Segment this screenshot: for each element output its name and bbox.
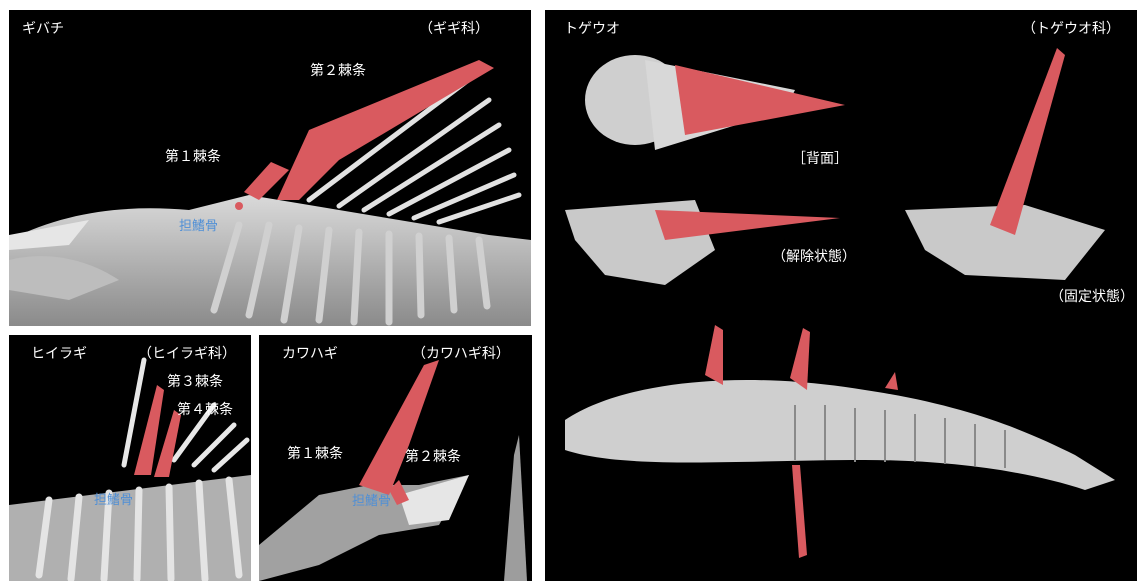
family-name-hiiragi: （ヒイラギ科） (138, 347, 236, 361)
species-name-hiiragi: ヒイラギ (31, 347, 87, 361)
label-spine-1: 第１棘条 (165, 150, 221, 164)
species-name-gibachi: ギバチ (22, 22, 64, 36)
family-name-gibachi: （ギギ科） (419, 22, 489, 36)
gibachi-skeleton-image (9, 10, 531, 326)
family-name-kawahagi: （カワハギ科） (412, 347, 510, 361)
label-pterygiophore: 担鰭骨 (94, 494, 133, 507)
label-pterygiophore: 担鰭骨 (352, 495, 391, 508)
togeuo-skeleton-image (545, 10, 1137, 581)
label-released-state: （解除状態） (772, 250, 856, 264)
panel-gibachi: ギバチ （ギギ科） 第２棘条 第１棘条 担鰭骨 (9, 10, 531, 326)
family-name-togeuo: （トゲウオ科） (1022, 22, 1120, 36)
hiiragi-skeleton-image (9, 335, 251, 581)
label-spine-2: 第２棘条 (405, 450, 461, 464)
label-spine-3: 第３棘条 (167, 375, 223, 389)
panel-kawahagi: カワハギ （カワハギ科） 第１棘条 第２棘条 担鰭骨 (259, 335, 532, 581)
species-name-kawahagi: カワハギ (282, 347, 338, 361)
panel-hiiragi: ヒイラギ （ヒイラギ科） 第３棘条 第４棘条 担鰭骨 (9, 335, 251, 581)
label-spine-4: 第４棘条 (177, 403, 233, 417)
label-spine-2: 第２棘条 (310, 64, 366, 78)
panel-togeuo: トゲウオ （トゲウオ科） ［背面］ （解除状態） （固定状態） (545, 10, 1137, 581)
label-dorsal-view: ［背面］ (792, 152, 848, 166)
label-pterygiophore: 担鰭骨 (179, 220, 218, 233)
label-spine-1: 第１棘条 (287, 447, 343, 461)
label-locked-state: （固定状態） (1050, 290, 1134, 304)
species-name-togeuo: トゲウオ (564, 22, 620, 36)
